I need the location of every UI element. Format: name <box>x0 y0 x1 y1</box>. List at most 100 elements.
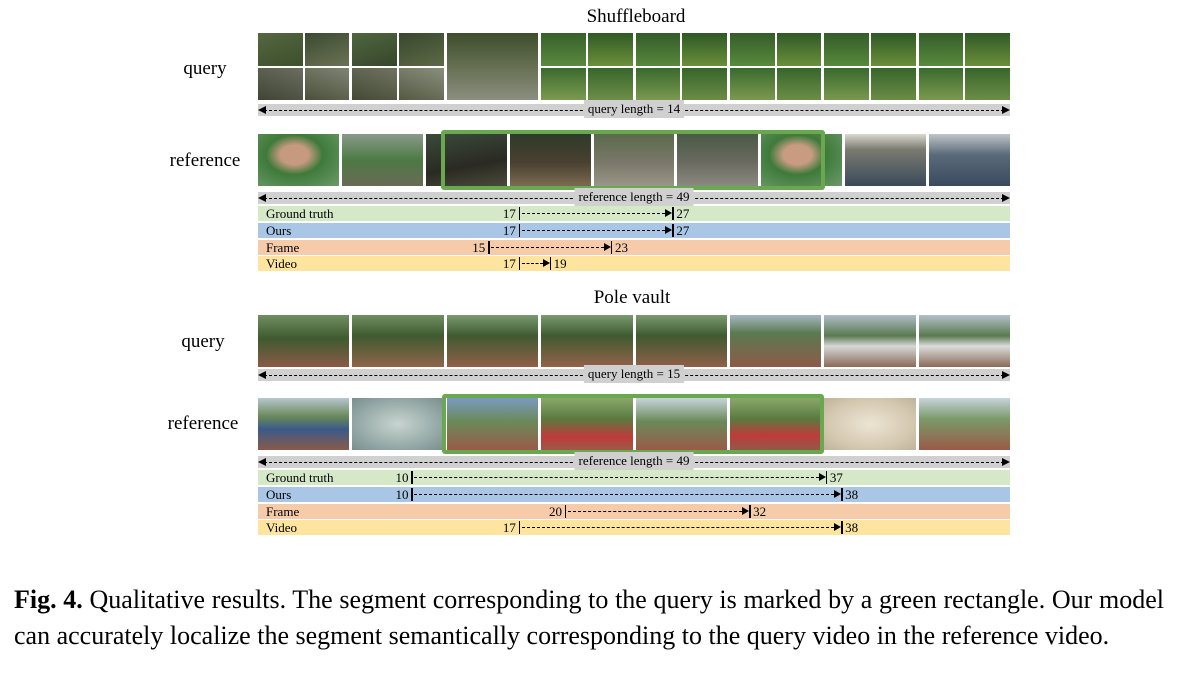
query-label: query <box>181 331 225 352</box>
video-frame <box>341 134 423 186</box>
result-method-label: Frame <box>266 504 300 519</box>
segment-start-value: 17 <box>502 520 516 535</box>
panel-title-shuffleboard: Shuffleboard <box>586 6 686 27</box>
video-frame <box>635 315 727 367</box>
caption-label: Fig. 4. <box>14 585 83 614</box>
segment-start-tick <box>411 471 413 484</box>
segment-span-line <box>491 247 604 248</box>
reference-length-bar: reference length = 49 <box>258 188 1010 206</box>
video-frame <box>258 398 350 450</box>
video-frame <box>446 33 539 100</box>
video-frame <box>824 33 916 100</box>
segment-span-line <box>567 511 743 512</box>
right-arrow-icon <box>1002 458 1010 466</box>
segment-end-value: 38 <box>845 487 859 502</box>
segment-end-value: 32 <box>753 504 767 519</box>
segment-start-value: 17 <box>502 256 516 271</box>
left-arrow-icon <box>258 371 266 379</box>
result-method-label: Ground truth <box>266 470 334 485</box>
video-frame <box>258 315 350 367</box>
reference-length-text: reference length = 49 <box>574 452 694 470</box>
result-method-label: Ours <box>266 223 292 238</box>
segment-end-tick <box>610 241 613 254</box>
query-length-bar: query length = 15 <box>258 365 1010 383</box>
result-row-ours: Ours 10 38 <box>258 487 1010 502</box>
right-arrow-icon <box>1002 371 1010 379</box>
right-arrow-icon <box>1002 106 1010 114</box>
reference-frame-strip <box>258 134 1011 186</box>
video-frame <box>352 398 444 450</box>
left-arrow-icon <box>258 458 266 466</box>
reference-label: reference <box>169 150 241 171</box>
segment-end-tick <box>841 488 843 501</box>
video-frame <box>258 33 350 100</box>
result-method-label: Frame <box>266 240 300 255</box>
right-arrow-icon <box>1002 194 1010 202</box>
video-frame <box>635 398 727 450</box>
video-frame <box>824 315 916 367</box>
segment-end-tick <box>549 257 552 270</box>
ground-truth-segment-box <box>441 130 825 190</box>
segment-start-value: 15 <box>472 240 486 255</box>
segment-start-tick <box>518 224 521 237</box>
query-label: query <box>183 58 227 79</box>
video-frame <box>918 33 1010 100</box>
left-arrow-icon <box>258 106 266 114</box>
query-length-text: query length = 14 <box>583 100 685 118</box>
figure-caption: Fig. 4. Qualitative results. The segment… <box>14 582 1164 654</box>
result-method-label: Video <box>266 256 297 271</box>
video-frame <box>729 315 822 367</box>
segment-end-value: 19 <box>553 256 567 271</box>
video-frame <box>729 398 822 450</box>
segment-end-value: 27 <box>676 223 690 238</box>
result-method-label: Ground truth <box>266 206 334 221</box>
segment-start-value: 10 <box>395 470 409 485</box>
segment-end-tick <box>672 224 674 237</box>
segment-end-tick <box>841 521 843 534</box>
ground-truth-segment-box <box>442 394 824 454</box>
query-frame-strip <box>258 315 1010 367</box>
segment-start-tick <box>518 257 521 270</box>
video-frame <box>677 134 759 186</box>
segment-span-line <box>521 230 666 231</box>
arrowhead-icon <box>834 523 842 531</box>
query-length-text: query length = 15 <box>583 365 685 383</box>
reference-label: reference <box>167 413 239 434</box>
segment-start-value: 10 <box>395 487 409 502</box>
video-frame <box>541 398 633 450</box>
result-method-label: Ours <box>266 487 292 502</box>
video-frame <box>425 134 507 186</box>
result-row-video: Video 17 19 <box>258 256 1010 271</box>
video-frame <box>541 315 633 367</box>
segment-end-tick <box>672 207 674 220</box>
segment-start-tick <box>411 488 413 501</box>
video-frame <box>593 134 675 186</box>
segment-start-tick <box>488 241 490 254</box>
video-frame <box>541 33 633 100</box>
video-frame <box>929 134 1011 186</box>
arrowhead-icon <box>742 507 750 515</box>
video-frame <box>761 134 843 186</box>
segment-end-tick <box>825 471 828 484</box>
video-frame <box>509 134 591 186</box>
segment-span-line <box>414 494 835 495</box>
segment-end-value: 37 <box>829 470 843 485</box>
segment-span-line <box>521 263 543 264</box>
segment-span-line <box>521 213 666 214</box>
caption-text: Qualitative results. The segment corresp… <box>14 585 1165 650</box>
segment-start-value: 17 <box>502 206 516 221</box>
arrowhead-icon <box>665 209 673 217</box>
query-length-bar: query length = 14 <box>258 100 1010 118</box>
video-frame <box>446 398 539 450</box>
segment-start-tick <box>518 207 521 220</box>
arrowhead-icon <box>542 259 550 267</box>
arrowhead-icon <box>665 226 673 234</box>
video-frame <box>446 315 539 367</box>
video-frame <box>352 315 444 367</box>
segment-span-line <box>521 527 835 528</box>
arrowhead-icon <box>603 243 611 251</box>
